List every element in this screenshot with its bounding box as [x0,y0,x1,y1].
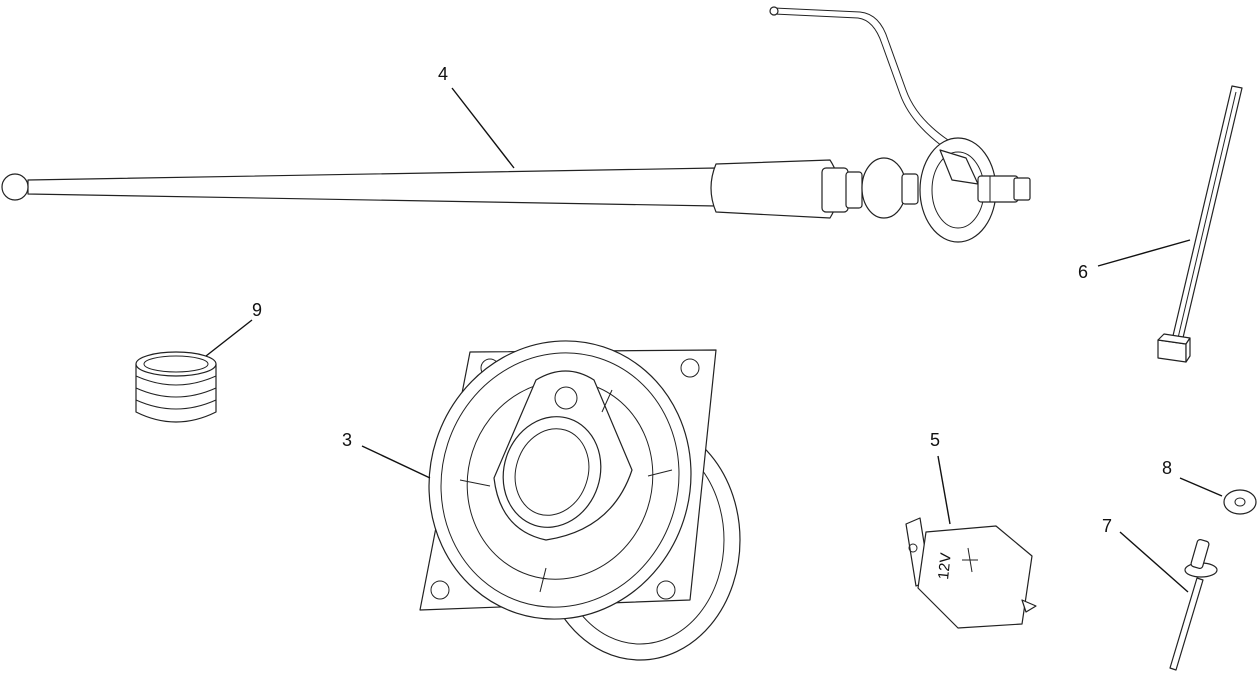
part-6-cable-tie [1157,85,1243,363]
leader-7 [1119,531,1189,593]
leader-6 [1097,239,1191,267]
leader-4 [451,87,515,169]
callout-8: 8 [1162,458,1172,478]
part-7-rivet [1169,538,1218,671]
part-9-spring [135,351,217,423]
leader-8 [1179,477,1223,497]
callout-5: 5 [930,430,940,450]
leader-5 [937,455,951,525]
callout-3: 3 [342,430,352,450]
callout-6: 6 [1078,262,1088,282]
callout-7: 7 [1102,516,1112,536]
part-8-washer [1223,489,1257,515]
callout-9: 9 [252,300,262,320]
leader-3 [361,445,431,479]
part-4-antenna [1,6,1031,243]
leader-lines [205,87,1223,593]
part-3-mount-base [419,340,741,661]
part-5-relay: 12V [905,517,1037,629]
leader-9 [205,319,253,357]
callout-4: 4 [438,64,448,84]
callout-labels: 4 6 9 3 5 8 7 [252,64,1172,536]
relay-voltage-label: 12V [935,552,955,580]
